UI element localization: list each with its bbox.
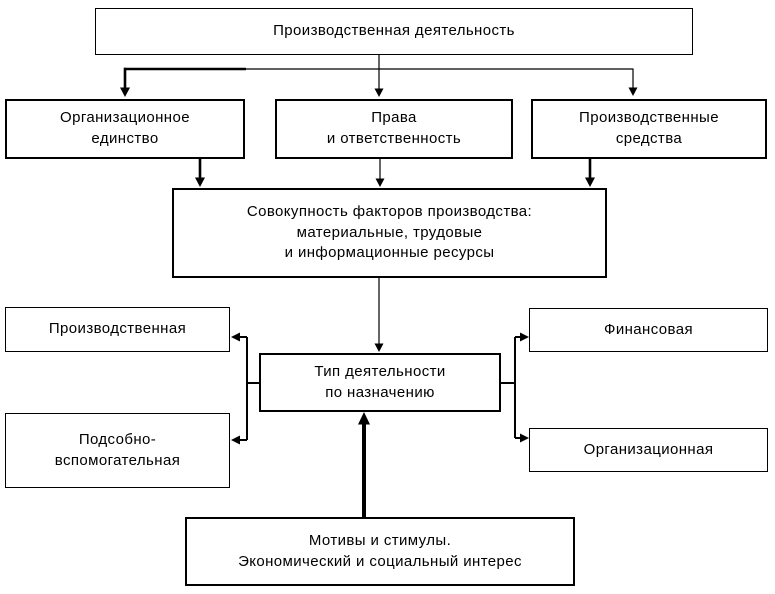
arrowhead-to-rights bbox=[374, 88, 384, 97]
node-organizational-unity-label: Организационное единство bbox=[60, 109, 190, 147]
arrowhead-to-production bbox=[231, 332, 240, 342]
arrowhead-to-organizational bbox=[520, 433, 529, 443]
node-auxiliary-type-label: Подсобно- вспомогательная bbox=[54, 430, 181, 469]
node-organizational-type: Организационная bbox=[529, 428, 768, 472]
node-rights-responsibility: Права и ответственность bbox=[275, 99, 513, 159]
arrowhead-rights-to-factors bbox=[375, 178, 385, 187]
node-production-activity: Производственная деятельность bbox=[95, 8, 693, 55]
node-motives-stimuli-label: Мотивы и стимулы. Экономический и социал… bbox=[238, 531, 522, 570]
node-production-type: Производственная bbox=[5, 307, 230, 352]
arrowhead-to-means bbox=[628, 87, 638, 96]
node-organizational-unity: Организационное единство bbox=[5, 99, 245, 159]
node-auxiliary-type: Подсобно- вспомогательная bbox=[5, 413, 230, 488]
arrowhead-to-financial bbox=[520, 332, 529, 342]
node-production-factors: Совокупность факторов производства: мате… bbox=[172, 188, 607, 278]
node-production-means: Производственные средства bbox=[531, 99, 767, 159]
arrowhead-to-auxiliary bbox=[231, 435, 240, 445]
node-organizational-type-label: Организационная bbox=[583, 440, 714, 458]
node-activity-type-label: Тип деятельности по назначению bbox=[314, 362, 446, 401]
arrowhead-org-unity-to-factors bbox=[195, 177, 205, 187]
node-rights-responsibility-label: Права и ответственность bbox=[326, 109, 462, 147]
node-financial-type-label: Финансовая bbox=[604, 320, 693, 338]
node-activity-type: Тип деятельности по назначению bbox=[259, 353, 501, 412]
arrowhead-to-org-unity bbox=[120, 87, 130, 97]
node-production-means-label: Производственные средства bbox=[579, 109, 719, 147]
node-production-activity-label: Производственная деятельность bbox=[273, 22, 515, 40]
arrowhead-motives-to-type bbox=[358, 412, 370, 425]
node-motives-stimuli: Мотивы и стимулы. Экономический и социал… bbox=[185, 517, 575, 586]
arrowhead-means-to-factors bbox=[585, 177, 595, 187]
node-production-factors-label: Совокупность факторов производства: мате… bbox=[246, 202, 533, 262]
node-financial-type: Финансовая bbox=[529, 308, 768, 352]
arrowhead-factors-to-type bbox=[374, 343, 384, 352]
node-production-type-label: Производственная bbox=[48, 320, 187, 338]
